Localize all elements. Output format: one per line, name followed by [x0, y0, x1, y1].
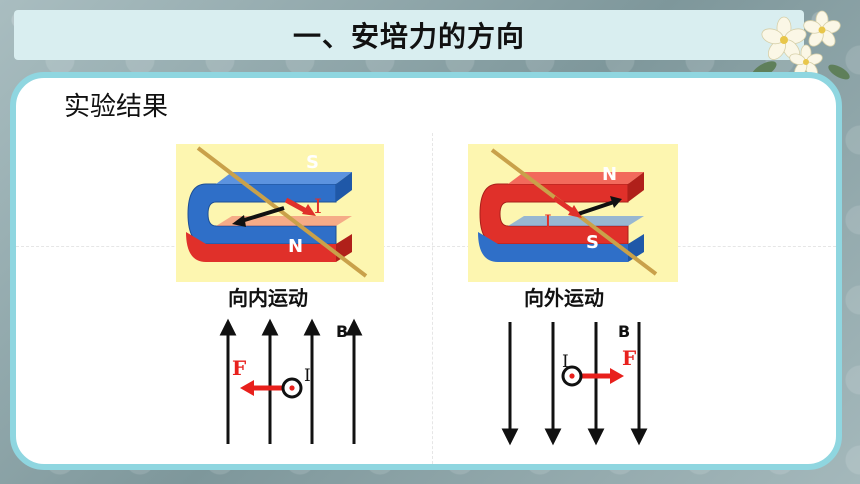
current-label-photo-left: I [314, 194, 322, 218]
pole-label-top-right: N [602, 164, 618, 185]
force-label-right: F [622, 346, 637, 370]
field-diagram-left [219, 318, 363, 444]
pole-label-top-left: S [306, 152, 319, 173]
guide-line-horizontal [16, 246, 836, 247]
caption-right: 向外运动 [524, 286, 604, 310]
current-label-right: I [562, 352, 569, 372]
caption-left: 向内运动 [228, 286, 308, 310]
current-label-left: I [304, 366, 311, 386]
magnet-photo-right: N S I [468, 144, 678, 282]
content-card: 实验结果 S N I 向内运动 [10, 72, 842, 470]
force-label-left: F [232, 356, 247, 380]
field-diagram-right [501, 322, 648, 446]
pole-label-bottom-right: S [586, 232, 599, 253]
field-label-left: B [336, 322, 349, 341]
section-heading: 实验结果 [64, 92, 169, 122]
title-bar: 一、安培力的方向 [14, 10, 804, 60]
current-label-photo-right: I [544, 210, 552, 234]
guide-line-vertical [432, 133, 433, 464]
slide-title: 一、安培力的方向 [292, 20, 525, 53]
magnet-photo-left: S N I [176, 144, 384, 282]
field-label-right: B [618, 322, 631, 341]
pole-label-bottom-left: N [288, 236, 304, 257]
